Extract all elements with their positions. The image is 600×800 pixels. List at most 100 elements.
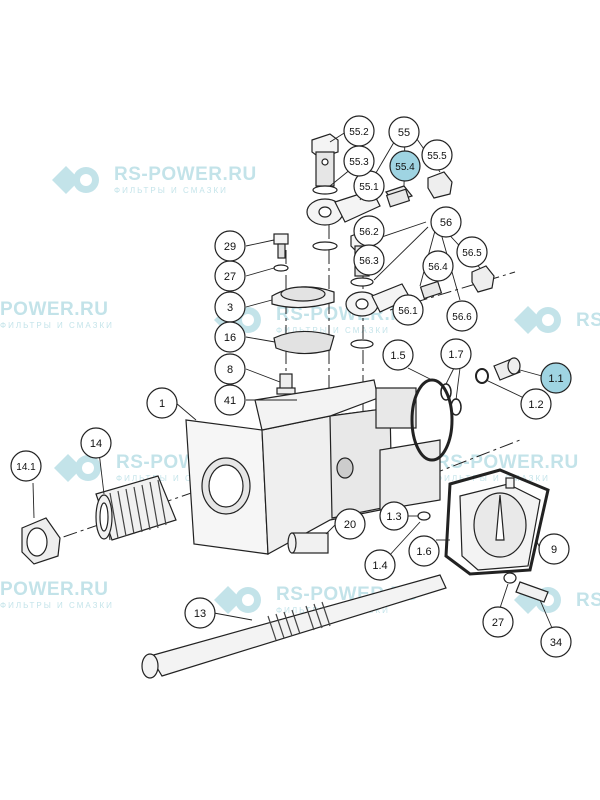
callout-56-3: 56.3 <box>353 244 385 276</box>
washer-56-3 <box>350 277 374 287</box>
callout-1-4: 1.4 <box>364 549 396 581</box>
fitting-8 <box>276 373 296 395</box>
o-ring-1-2 <box>475 368 489 384</box>
shaft-13 <box>141 574 447 679</box>
watermark-tagline: ФИЛЬТРЫ И СМАЗКИ <box>436 474 550 483</box>
callout-circle <box>540 362 572 394</box>
callout-circle <box>392 294 424 326</box>
callout-label: 1.2 <box>528 399 543 411</box>
watermark-brand: RS- <box>576 309 600 331</box>
callout-label: 34 <box>550 637 562 649</box>
callout-55-2: 55.2 <box>343 115 375 147</box>
watermark-tagline: ФИЛЬТРЫ И СМАЗКИ <box>116 474 230 483</box>
watermark: RS- <box>510 300 600 340</box>
callout-circle <box>214 353 246 385</box>
plug-20 <box>287 532 329 554</box>
watermark-brand: RS-POWER.RU <box>436 452 579 473</box>
washer-55-x <box>312 241 338 251</box>
callout-27a: 27 <box>214 260 246 292</box>
callout-56-6: 56.6 <box>446 300 478 332</box>
leader-lines <box>32 129 553 629</box>
bolt-34 <box>515 581 549 603</box>
washer-1-3 <box>417 511 431 521</box>
callout-8: 8 <box>214 353 246 385</box>
callout-label: 56.3 <box>359 256 379 267</box>
callout-27b: 27 <box>482 606 514 638</box>
callout-14-1: 14.1 <box>10 450 42 482</box>
washer-56-x <box>350 339 374 349</box>
watermark-brand: POWER.RU <box>0 579 109 600</box>
callout-label: 3 <box>227 302 233 314</box>
callout-circle <box>389 150 421 182</box>
watermark: RS-POWER.RU ФИЛЬТРЫ И СМАЗКИ <box>48 160 257 200</box>
watermark-tagline: ФИЛЬТРЫ И СМАЗКИ <box>276 326 390 335</box>
callout-56-1: 56.1 <box>392 294 424 326</box>
callout-56-4: 56.4 <box>422 250 454 282</box>
callout-circle <box>540 626 572 658</box>
callout-label: 1.3 <box>386 511 401 523</box>
banjo-bolt-55-2 <box>311 133 339 187</box>
callout-label: 14.1 <box>16 462 36 473</box>
rs-power-logo-icon <box>54 454 101 482</box>
callout-circle <box>421 139 453 171</box>
callout-label: 13 <box>194 608 206 620</box>
callout-9: 9 <box>538 533 570 565</box>
callout-55: 55 <box>388 116 420 148</box>
callout-55-1: 55.1 <box>353 170 385 202</box>
callout-circle <box>353 244 385 276</box>
callout-55-4: 55.4 <box>389 150 421 182</box>
callout-56: 56 <box>430 206 462 238</box>
bolt-29 <box>273 233 289 259</box>
callout-circle <box>388 116 420 148</box>
callout-circle <box>456 236 488 268</box>
callout-circle <box>364 549 396 581</box>
center-line <box>429 439 521 476</box>
threaded-tube-14 <box>95 475 177 541</box>
callout-20: 20 <box>334 508 366 540</box>
callout-label: 27 <box>224 271 236 283</box>
nut-55-5 <box>427 171 453 199</box>
washer-27-bottom <box>503 572 517 584</box>
callout-circle <box>520 388 552 420</box>
cover-9 <box>459 477 541 571</box>
callout-1: 1 <box>146 387 178 419</box>
callout-circle <box>538 533 570 565</box>
callout-label: 9 <box>551 544 557 556</box>
callout-circle <box>184 597 216 629</box>
callout-label: 8 <box>227 364 233 376</box>
callout-label: 56.2 <box>359 227 379 238</box>
nut-56-5 <box>471 265 495 293</box>
callout-56-5: 56.5 <box>456 236 488 268</box>
callout-label: 1.6 <box>416 546 431 558</box>
callout-label: 27 <box>492 617 504 629</box>
watermark-tagline: ФИЛЬТРЫ И СМАЗКИ <box>0 601 114 610</box>
housing-1 <box>185 379 441 555</box>
callout-label: 55.5 <box>427 151 447 162</box>
callout-circle <box>430 206 462 238</box>
gasket-1-6 <box>444 468 550 576</box>
callout-1-5: 1.5 <box>382 339 414 371</box>
callout-1-2: 1.2 <box>520 388 552 420</box>
watermark-brand: RS- <box>576 589 600 611</box>
gasket-16 <box>273 330 335 355</box>
rs-power-logo-icon <box>52 166 99 194</box>
callout-circle <box>214 384 246 416</box>
callout-label: 16 <box>224 332 236 344</box>
watermark-brand: RS-POWER.RU <box>114 164 257 185</box>
callout-label: 1.5 <box>390 350 405 362</box>
watermark: POWER.RU ФИЛЬТРЫ И СМАЗКИ <box>0 580 114 610</box>
watermark-tagline: ФИЛЬТРЫ И СМАЗКИ <box>0 321 114 330</box>
washer-55-3 <box>312 185 338 195</box>
callout-1-1: 1.1 <box>540 362 572 394</box>
callout-34: 34 <box>540 626 572 658</box>
banjo-56-1 <box>345 283 411 317</box>
callout-label: 1.7 <box>448 349 463 361</box>
cover-3 <box>271 286 335 309</box>
callout-circle <box>146 387 178 419</box>
callout-label: 56.6 <box>452 312 472 323</box>
fitting-55-4 <box>384 185 414 208</box>
callout-circle <box>482 606 514 638</box>
callout-circle <box>440 338 472 370</box>
washer-27-top <box>273 264 289 272</box>
